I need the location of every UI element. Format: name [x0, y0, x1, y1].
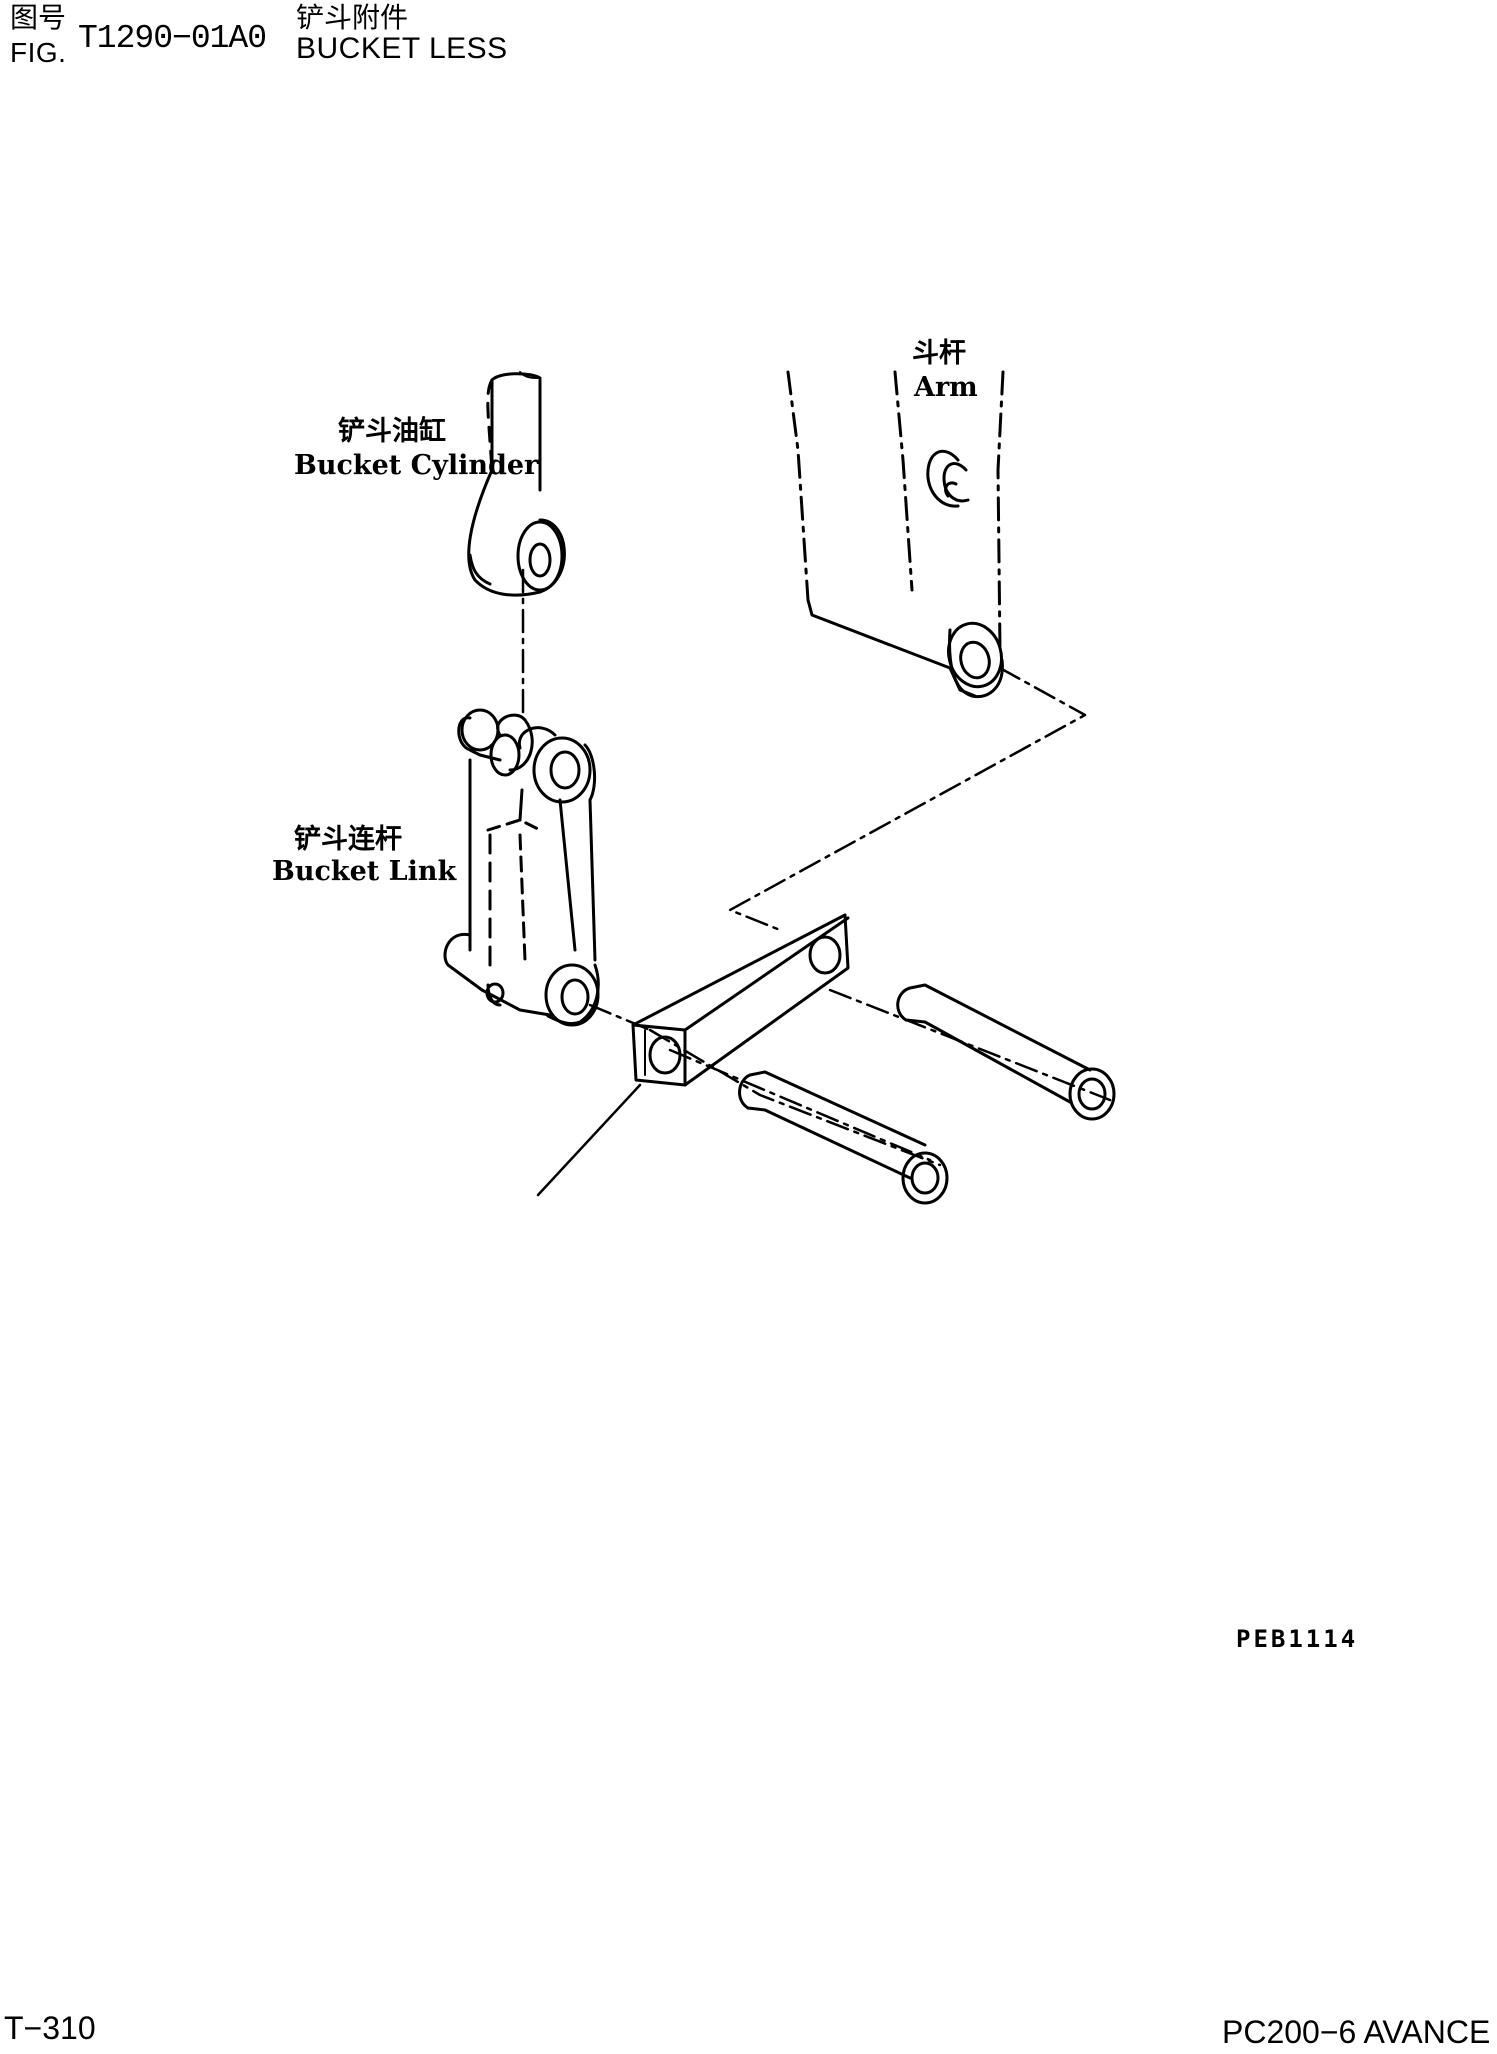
fig-label-cn: 图号 [10, 1, 67, 34]
title-cn: 铲斗附件 [296, 1, 409, 34]
fig-label-en: FIG. [10, 37, 67, 68]
arm-label-cn: 斗杆 [912, 338, 966, 369]
plate-leader-line [536, 1083, 642, 1197]
arm-label-en: Arm [914, 372, 978, 403]
link-label-cn: 铲斗连杆 [294, 824, 402, 855]
arm-upper-boss [926, 449, 970, 508]
fig-number: T1290−01A0 [78, 20, 267, 57]
pin-lower-drawing [738, 1070, 949, 1205]
pin-upper-drawing [896, 983, 1116, 1121]
arm-lower-boss [947, 621, 1004, 699]
page-number: T−310 [4, 2010, 96, 2046]
bucket-cylinder-drawing [467, 371, 566, 597]
cylinder-label-cn: 铲斗油缸 [338, 416, 446, 447]
assembly-center-lines [521, 568, 1112, 1167]
bucket-link-drawing [443, 708, 600, 1027]
link-plate-drawing [631, 913, 850, 1087]
title-en: BUCKET LESS [296, 32, 508, 65]
cylinder-label-en: Bucket Cylinder [294, 450, 539, 481]
arm-drawing [786, 370, 1005, 652]
model-name: PC200−6 AVANCE [1222, 2014, 1491, 2050]
image-code: PEB1114 [1236, 1625, 1359, 1653]
link-label-en: Bucket Link [272, 856, 457, 887]
